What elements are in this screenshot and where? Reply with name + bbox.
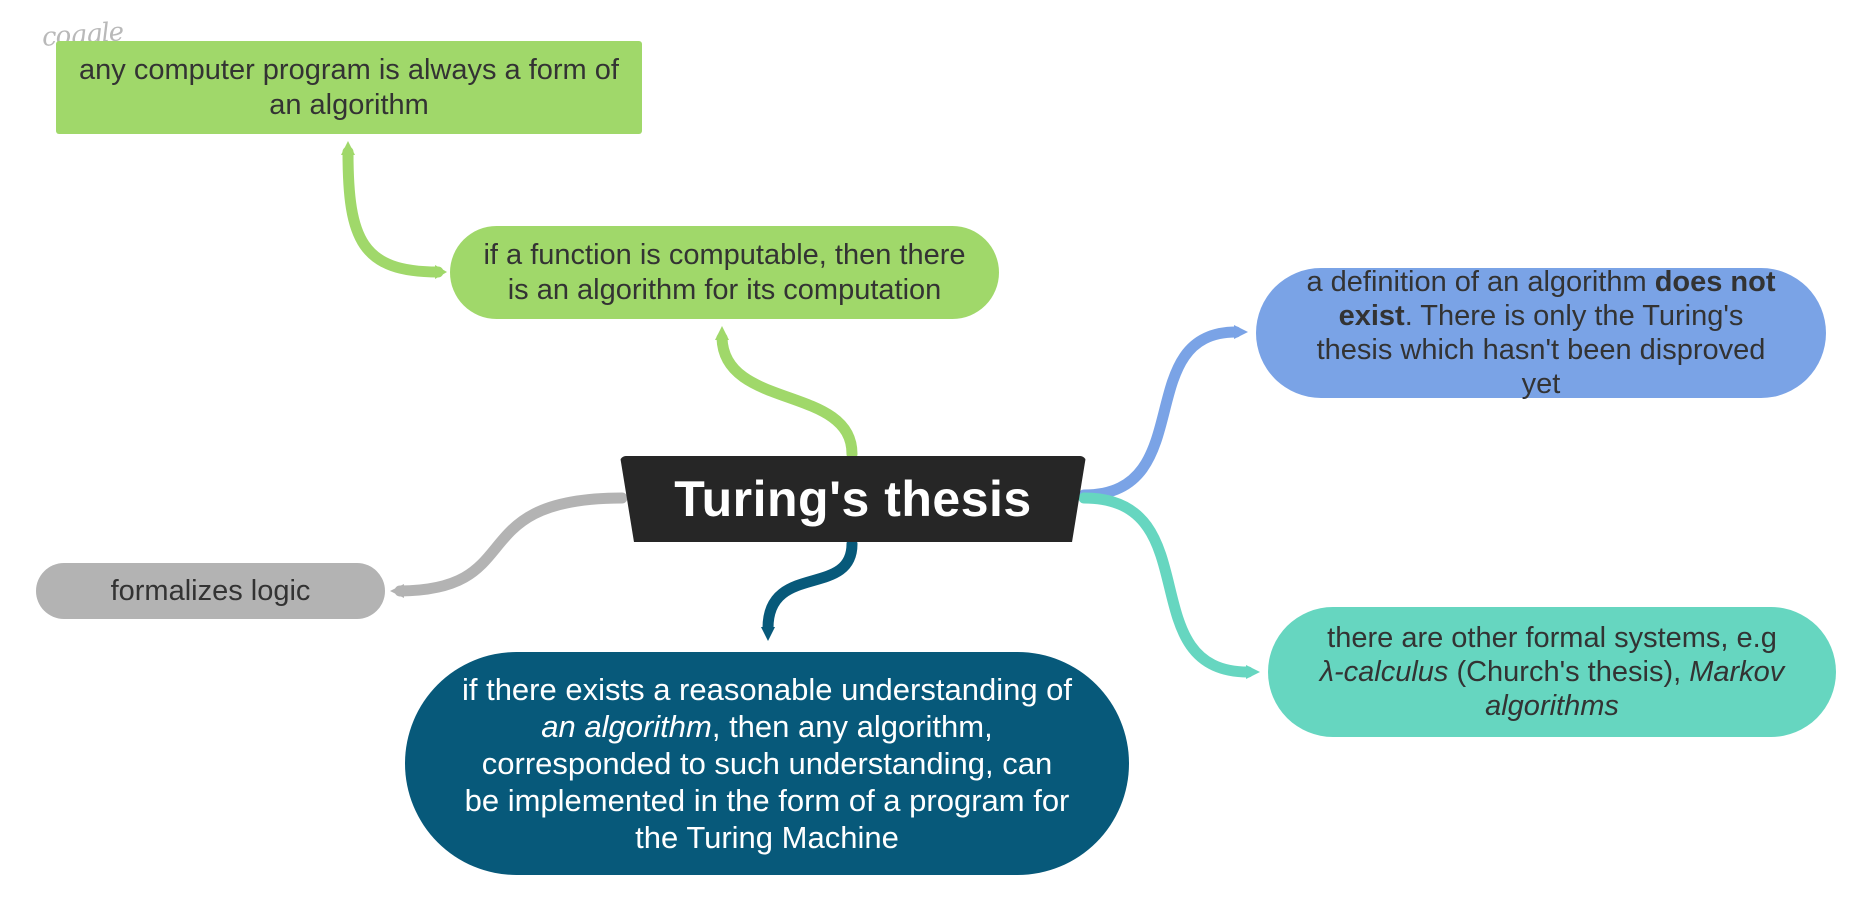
node-text: any computer program is always a form of…	[79, 54, 619, 121]
node-function-computable[interactable]: if a function is computable, then there …	[450, 226, 999, 319]
node-other-formal-systems[interactable]: there are other formal systems, e.g λ-ca…	[1268, 607, 1836, 737]
node-reasonable-understanding[interactable]: if there exists a reasonable understandi…	[405, 652, 1129, 875]
branch-central-to-formal	[1078, 492, 1254, 678]
node-algorithm-definition[interactable]: a definition of an algorithm does not ex…	[1256, 266, 1826, 400]
node-text-italic: λ-calculus	[1319, 655, 1449, 688]
central-node-turings-thesis[interactable]: Turing's thesis	[620, 456, 1086, 542]
branch-arrow	[1246, 665, 1260, 679]
branch-arrow	[1234, 325, 1248, 339]
node-text: there are other formal systems, e.g λ-ca…	[1314, 621, 1790, 724]
node-text-part: . There is only the Turing's thesis whic…	[1316, 299, 1766, 401]
node-text-part: if there exists a reasonable understandi…	[461, 671, 1073, 707]
branch-arrow	[761, 627, 775, 641]
branch-arrow	[435, 265, 447, 279]
node-text-part: there are other formal systems, e.g	[1327, 621, 1777, 654]
central-node-label: Turing's thesis	[674, 470, 1032, 527]
branch-arrow	[715, 326, 729, 340]
branch-arrow	[341, 141, 355, 155]
branch-central-to-logic	[394, 492, 628, 597]
node-text-bold: does not exist	[1338, 265, 1776, 332]
node-text: if a function is computable, then there …	[483, 239, 966, 306]
node-formalizes-logic[interactable]: formalizes logic	[36, 563, 385, 619]
branch-arrow	[390, 584, 404, 598]
branch-central-to-definition	[1078, 326, 1242, 501]
branch-computable-to-program	[342, 146, 444, 278]
node-text-italic: an algorithm	[541, 708, 712, 744]
node-text-part: , then any algorithm, corresponded to su…	[464, 708, 1070, 856]
node-computer-program-algorithm[interactable]: any computer program is always a form of…	[56, 41, 642, 134]
node-text: formalizes logic	[110, 574, 311, 607]
node-text: a definition of an algorithm does not ex…	[1300, 265, 1782, 402]
node-text-italic: Markov algorithms	[1485, 655, 1785, 723]
branch-central-to-understanding	[762, 538, 858, 634]
node-text-part: a definition of an algorithm	[1306, 265, 1655, 298]
node-text: if there exists a reasonable understandi…	[461, 671, 1073, 857]
branch-central-to-computable	[716, 332, 858, 460]
node-text-part: (Church's thesis),	[1448, 655, 1690, 688]
